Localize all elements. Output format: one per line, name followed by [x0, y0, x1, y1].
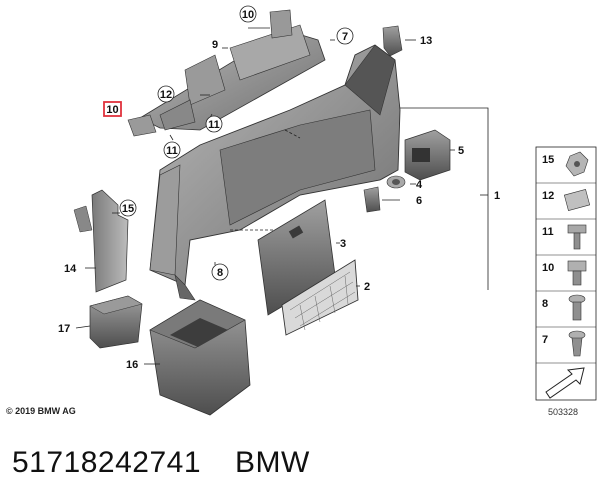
svg-text:6: 6: [416, 195, 422, 207]
part-1-side-trim-panel: [149, 44, 401, 301]
nut-icon: [565, 151, 589, 177]
callout-17: 17: [58, 323, 70, 335]
svg-text:15: 15: [122, 203, 134, 215]
callout-4: 4: [416, 179, 423, 191]
svg-text:7: 7: [342, 31, 348, 43]
rivet-icon: [568, 294, 586, 321]
svg-text:4: 4: [416, 179, 423, 191]
part-9-shelf-bracket: [139, 9, 326, 131]
callout-15: 15: [119, 199, 137, 217]
legend-item-4: 10: [542, 262, 554, 274]
callout-3: 3: [340, 238, 346, 250]
svg-text:9: 9: [212, 39, 218, 51]
copyright: © 2019 BMW AG: [6, 406, 76, 416]
leader-lines: [75, 27, 489, 365]
callout-10-top: 10: [239, 5, 257, 23]
callout-1: 1: [494, 190, 500, 202]
brand-name: BMW: [235, 446, 310, 479]
svg-text:11: 11: [208, 119, 220, 131]
part-10-bracket: [127, 114, 157, 137]
direction-arrow-icon: [545, 367, 585, 399]
svg-text:12: 12: [160, 89, 172, 101]
legend-item-5: 8: [542, 298, 548, 310]
fastener-legend: 15 12 11 10 8 7: [535, 146, 597, 401]
legend-item-3: 11: [542, 226, 554, 238]
clip-nut-icon: [563, 189, 591, 211]
callout-13: 13: [420, 35, 432, 47]
svg-text:3: 3: [340, 238, 346, 250]
part-number: 51718242741: [12, 446, 202, 479]
part-16-storage-tray: [149, 299, 251, 416]
part-2-net: [281, 259, 359, 336]
callout-11-b: 11: [163, 141, 181, 159]
part-14-bracket: [73, 189, 129, 293]
callout-6: 6: [416, 195, 422, 207]
callout-8: 8: [211, 263, 229, 281]
svg-text:17: 17: [58, 323, 70, 335]
part-6-clip: [363, 186, 381, 213]
legend-item-1: 15: [542, 154, 554, 166]
callout-14: 14: [64, 263, 77, 275]
svg-text:1: 1: [494, 190, 500, 202]
legend-item-2: 12: [542, 190, 554, 202]
svg-text:8: 8: [217, 267, 223, 279]
svg-text:5: 5: [458, 145, 464, 157]
footer: 51718242741 BMW: [12, 446, 344, 480]
callout-9: 9: [212, 39, 218, 51]
part-13-clip: [382, 25, 403, 57]
callout-11-a: 11: [205, 115, 223, 133]
callout-5: 5: [458, 145, 464, 157]
svg-text:10: 10: [242, 9, 254, 21]
legend-item-6: 7: [542, 334, 548, 346]
svg-text:16: 16: [126, 359, 138, 371]
clip-icon: [568, 330, 586, 357]
callout-7-top: 7: [336, 27, 354, 45]
svg-text:14: 14: [64, 263, 77, 275]
svg-text:10: 10: [106, 104, 118, 116]
svg-text:11: 11: [166, 145, 178, 157]
screw-icon: [567, 224, 587, 250]
callout-2: 2: [364, 281, 370, 293]
part-4-lamp: [386, 175, 406, 189]
diagram-reference-number: 503328: [548, 407, 579, 417]
parts-diagram: 1 2 3 4 5 6 9 13 14 16 17 10 7 12 11 11 …: [58, 5, 597, 416]
svg-text:13: 13: [420, 35, 432, 47]
callout-12: 12: [157, 85, 175, 103]
callout-10-highlight: 10: [103, 101, 122, 117]
part-5-socket-box: [404, 129, 451, 181]
expansion-nut-icon: [567, 260, 587, 286]
part-17-box: [89, 295, 143, 349]
callout-16: 16: [126, 359, 138, 371]
svg-text:2: 2: [364, 281, 370, 293]
